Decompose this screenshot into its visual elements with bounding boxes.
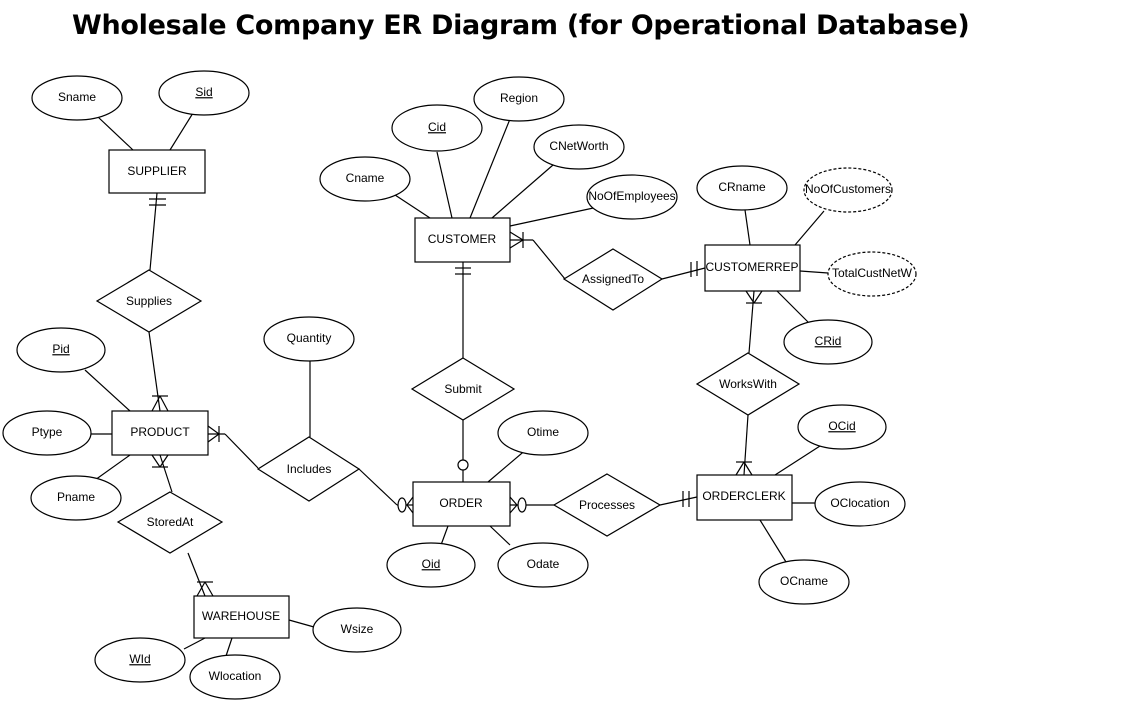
attribute-crid: CRid xyxy=(783,319,873,365)
relationship-label: AssignedTo xyxy=(582,272,644,286)
entity-orderclerk: ORDERCLERK xyxy=(696,474,793,521)
attribute-wlocation: Wlocation xyxy=(189,654,281,700)
relationship-supplies: Supplies xyxy=(95,269,203,333)
attribute-sid: Sid xyxy=(158,70,250,116)
attribute-label-key: Cid xyxy=(428,120,446,134)
relationship-storedat: StoredAt xyxy=(116,491,224,554)
attribute-cid: Cid xyxy=(391,104,483,152)
attribute-sname: Sname xyxy=(31,75,123,121)
attribute-label: Odate xyxy=(527,557,560,571)
entity-customer: CUSTOMER xyxy=(414,217,511,263)
attribute-label-key: Oid xyxy=(422,557,441,571)
attribute-ocname: OCname xyxy=(758,559,850,605)
attribute-wsize: Wsize xyxy=(312,607,402,653)
relationship-label: Supplies xyxy=(126,294,172,308)
attribute-ptype: Ptype xyxy=(2,410,92,456)
attribute-pid: Pid xyxy=(16,327,106,373)
relationship-label: Processes xyxy=(579,498,635,512)
diagram-title: Wholesale Company ER Diagram (for Operat… xyxy=(72,10,970,41)
attribute-label-key: CRid xyxy=(815,334,842,348)
attribute-noofcustomers: NoOfCustomers xyxy=(803,167,893,213)
relationship-label: Submit xyxy=(444,382,482,396)
attribute-wid: WId xyxy=(94,637,186,683)
entity-label: WAREHOUSE xyxy=(202,609,280,623)
entity-product: PRODUCT xyxy=(111,410,209,456)
entity-order: ORDER xyxy=(412,481,511,527)
relationship-label: WorksWith xyxy=(719,377,777,391)
attribute-totalcustnetw: TotalCustNetW xyxy=(827,251,917,297)
attribute-label: NoOfEmployees xyxy=(588,189,675,203)
cardinality-marks xyxy=(149,198,763,597)
attribute-label: OClocation xyxy=(830,496,889,510)
attribute-label: CRname xyxy=(718,180,766,194)
attribute-label: Wsize xyxy=(341,622,374,636)
attribute-label: Pname xyxy=(57,490,95,504)
entity-label: CUSTOMER xyxy=(428,232,497,246)
attribute-label-key: Sid xyxy=(195,85,212,99)
entity-supplier: SUPPLIER xyxy=(108,149,206,194)
entity-label: PRODUCT xyxy=(130,425,190,439)
attribute-label: Region xyxy=(500,91,538,105)
attribute-label-key: WId xyxy=(129,652,150,666)
attribute-crname: CRname xyxy=(696,165,788,211)
attribute-label: CNetWorth xyxy=(549,139,608,153)
attribute-ocid: OCid xyxy=(797,404,887,450)
entity-label: CUSTOMERREP xyxy=(705,260,798,274)
relationship-includes: Includes xyxy=(256,436,361,502)
connector-lines xyxy=(84,112,829,660)
attribute-label: Sname xyxy=(58,90,96,104)
relationship-assignedto: AssignedTo xyxy=(562,248,664,311)
attribute-noofemployees: NoOfEmployees xyxy=(586,174,678,220)
attribute-label-key: Pid xyxy=(52,342,69,356)
attribute-label: Wlocation xyxy=(209,669,262,683)
attribute-oid: Oid xyxy=(386,542,476,588)
relationship-submit: Submit xyxy=(410,357,516,421)
attribute-oclocation: OClocation xyxy=(814,481,906,527)
attribute-otime: Otime xyxy=(497,410,589,456)
entity-customerrep: CUSTOMERREP xyxy=(704,244,801,292)
relationship-label: StoredAt xyxy=(147,515,194,529)
attribute-cnetworth: CNetWorth xyxy=(533,124,625,170)
attribute-label: Otime xyxy=(527,425,559,439)
relationship-label: Includes xyxy=(287,462,332,476)
entity-label: SUPPLIER xyxy=(127,164,187,178)
attribute-odate: Odate xyxy=(497,542,589,588)
attribute-label: Cname xyxy=(346,171,385,185)
attribute-label: Quantity xyxy=(287,331,332,345)
attribute-label: OCname xyxy=(780,574,828,588)
attribute-label-key: OCid xyxy=(828,419,855,433)
attribute-quantity: Quantity xyxy=(263,316,355,362)
relationship-workswith: WorksWith xyxy=(695,352,801,416)
attribute-label-derived: NoOfCustomers xyxy=(805,182,891,196)
attribute-cname: Cname xyxy=(319,156,411,202)
attribute-label-derived: TotalCustNetW xyxy=(832,266,913,280)
relationship-processes: Processes xyxy=(552,473,662,537)
attribute-region: Region xyxy=(473,76,565,122)
attribute-pname: Pname xyxy=(30,475,122,521)
entity-label: ORDER xyxy=(439,496,483,510)
attribute-label: Ptype xyxy=(32,425,63,439)
entity-warehouse: WAREHOUSE xyxy=(193,595,290,639)
entity-label: ORDERCLERK xyxy=(702,489,785,503)
